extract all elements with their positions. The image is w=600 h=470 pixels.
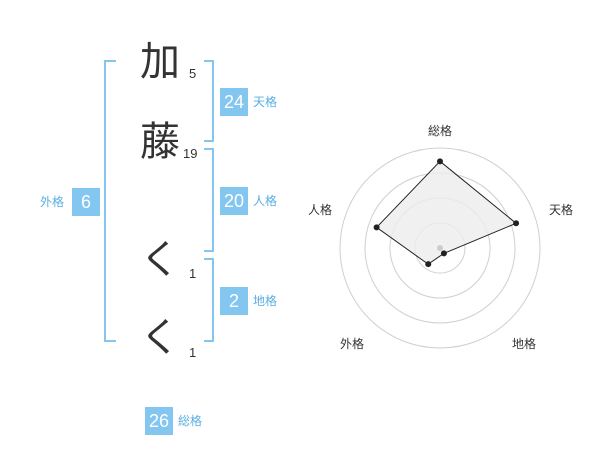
tenkaku-label: 天格: [253, 95, 278, 109]
stroke-count-3: 1: [189, 266, 197, 281]
soukaku-label: 総格: [178, 414, 203, 428]
jinkaku-value: 20: [220, 187, 248, 215]
chikaku-bracket: [204, 258, 214, 342]
stroke-count-1: 5: [189, 66, 197, 81]
radar-axis-label-tenkaku: 天格: [548, 203, 573, 217]
radar-ring-4: [339, 147, 541, 349]
radar-point-1: [437, 158, 443, 165]
radar-axis-label-gaikaku: 外格: [339, 337, 364, 351]
chikaku-value: 2: [220, 287, 248, 315]
soukaku-value: 26: [145, 407, 173, 435]
radar-point-2: [513, 220, 520, 227]
radar-axis-label-jinkaku: 人格: [307, 203, 332, 217]
gaikaku-value: 6: [72, 188, 100, 216]
radar-points: [373, 158, 520, 268]
radar-point-3: [440, 250, 447, 257]
tenkaku-bracket: [204, 60, 214, 142]
stroke-count-4: 1: [189, 345, 197, 360]
name-char-3: く: [140, 237, 180, 283]
jinkaku-label: 人格: [253, 194, 278, 208]
gaikaku-label: 外格: [40, 195, 65, 209]
stroke-count-2: 19: [183, 146, 198, 161]
name-char-1: 加: [140, 39, 180, 85]
jinkaku-bracket: [204, 148, 214, 252]
radar-center-dot: [437, 245, 443, 251]
name-char-4: く: [140, 315, 180, 361]
radar-axis-label-chikaku: 地格: [511, 337, 536, 351]
radar-polygon: [375, 160, 518, 265]
tenkaku-value: 24: [220, 88, 248, 116]
chikaku-label: 地格: [253, 294, 278, 308]
gaikaku-bracket: [104, 60, 116, 342]
radar-axis-label-soukaku: 総格: [427, 124, 452, 138]
radar-point-4: [425, 261, 432, 268]
name-char-2: 藤: [140, 119, 180, 165]
radar-point-5: [373, 224, 380, 231]
